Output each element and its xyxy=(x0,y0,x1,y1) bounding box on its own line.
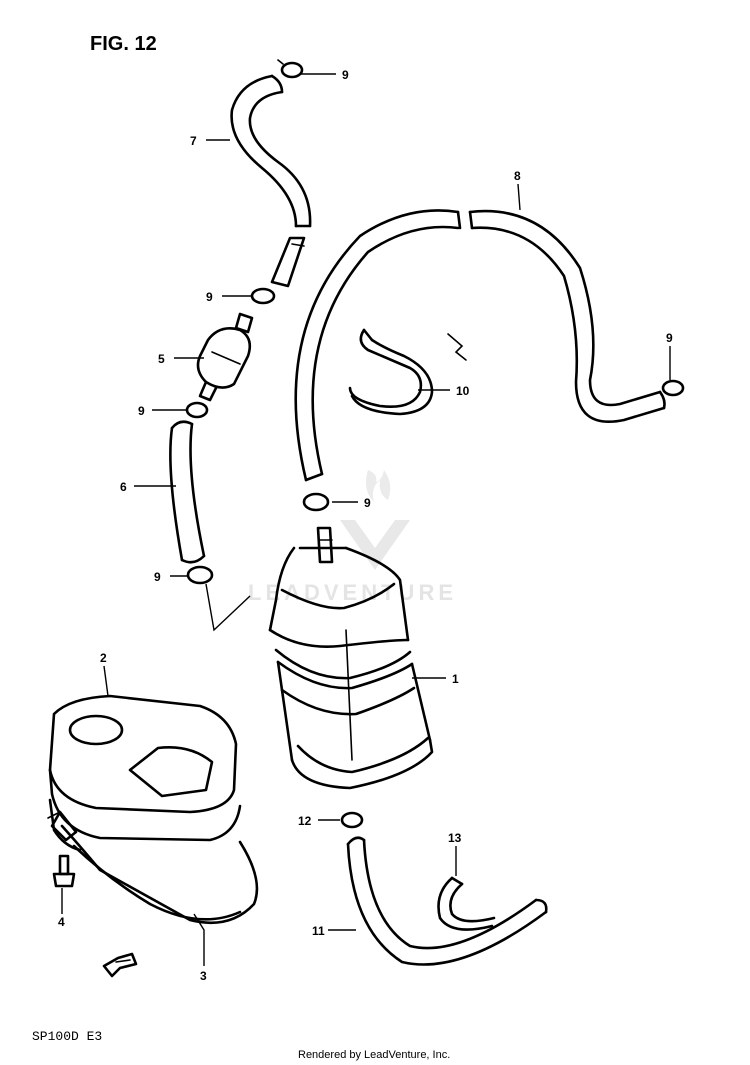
callout-6: 6 xyxy=(120,480,127,494)
hose-clamp-9-canister xyxy=(302,492,330,512)
hose-7 xyxy=(230,74,312,288)
fuel-filter-5 xyxy=(196,312,254,402)
hose-clamp-9-upper xyxy=(250,287,276,305)
callout-9-mid: 9 xyxy=(138,404,145,418)
callout-7: 7 xyxy=(190,134,197,148)
callout-11: 11 xyxy=(312,924,325,938)
clamp-12 xyxy=(340,811,364,829)
hose-clamp-9-lower xyxy=(186,565,214,585)
canister-1 xyxy=(268,526,434,790)
front-direction-arrow-icon xyxy=(102,952,138,978)
callout-9-lower: 9 xyxy=(154,570,161,584)
clamp-13 xyxy=(437,876,496,931)
hose-clamp-9-mid xyxy=(185,401,209,419)
callout-9-top: 9 xyxy=(342,68,349,82)
callout-numbers: 9 7 8 9 5 9 6 9 9 9 10 1 2 4 3 12 11 13 xyxy=(58,68,673,983)
model-code: SP100D E3 xyxy=(32,1029,102,1044)
callout-9-right: 9 xyxy=(666,331,673,345)
watermark-text: LEADVENTURE xyxy=(248,580,457,605)
hose-8 xyxy=(294,209,666,482)
leader-lines xyxy=(61,73,671,966)
callout-13: 13 xyxy=(448,831,462,845)
leadventure-logo-icon xyxy=(340,470,410,570)
hose-clamp-9-right xyxy=(661,379,685,397)
footer-credit: Rendered by LeadVenture, Inc. xyxy=(298,1049,450,1061)
hose-clamp-9-top xyxy=(277,59,304,79)
callout-1: 1 xyxy=(452,672,459,686)
callout-8: 8 xyxy=(514,169,521,183)
callout-12: 12 xyxy=(298,814,312,828)
hose-6 xyxy=(169,420,206,564)
callout-4: 4 xyxy=(58,915,65,929)
callout-2: 2 xyxy=(100,651,107,665)
callout-5: 5 xyxy=(158,352,165,366)
callout-3: 3 xyxy=(200,969,207,983)
callout-9-canister: 9 xyxy=(364,496,371,510)
hose-clamp-band-10 xyxy=(348,328,467,416)
callout-10: 10 xyxy=(456,384,470,398)
bolt-4 xyxy=(52,854,76,888)
bracket-lower-3 xyxy=(47,798,259,924)
figure-title: FIG. 12 xyxy=(90,33,157,55)
callout-9-upper: 9 xyxy=(206,290,213,304)
drain-hose-11 xyxy=(346,836,548,966)
bracket-upper-2 xyxy=(48,694,242,842)
